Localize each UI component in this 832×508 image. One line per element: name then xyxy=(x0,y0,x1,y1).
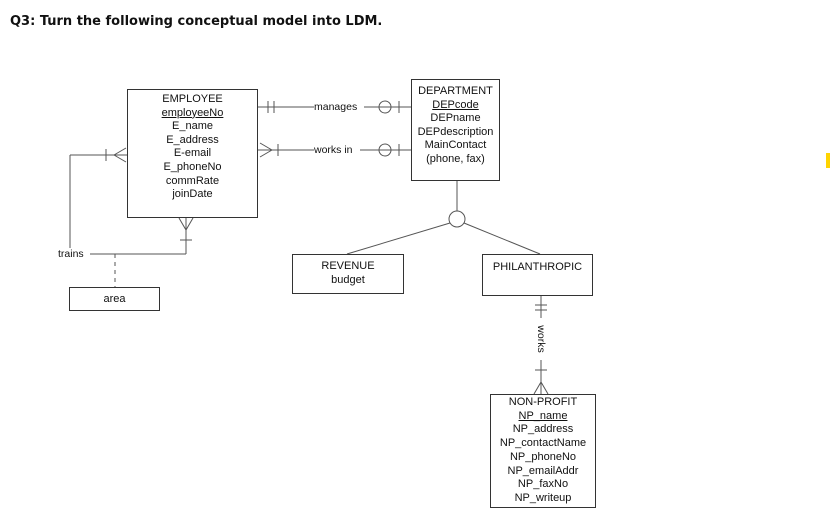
highlight-marker xyxy=(826,153,830,168)
trains-connector xyxy=(69,147,194,287)
manages-label: manages xyxy=(314,101,358,113)
department-entity[interactable]: DEPARTMENT DEPcode DEPname DEPdescriptio… xyxy=(411,79,500,181)
revenue-entity[interactable]: REVENUE budget xyxy=(292,254,404,294)
department-attr: (phone, fax) xyxy=(426,152,485,165)
nonprofit-attr: NP_faxNo xyxy=(517,478,569,491)
employee-title: EMPLOYEE xyxy=(162,93,223,105)
area-entity[interactable]: area xyxy=(69,287,160,311)
area-title: area xyxy=(103,293,126,305)
employee-attr: commRate xyxy=(165,174,220,187)
department-attr: DEPname xyxy=(430,112,481,125)
nonprofit-attr: NP_phoneNo xyxy=(509,450,577,463)
works-in-connector xyxy=(258,142,411,158)
works-in-label: works in xyxy=(314,144,353,156)
revenue-title: REVENUE xyxy=(321,260,375,272)
employee-entity[interactable]: EMPLOYEE employeeNo E_name E_address E-e… xyxy=(127,89,258,218)
department-attr: MainContact xyxy=(424,139,487,152)
employee-attr: E-email xyxy=(173,147,212,160)
employee-attr: E_phoneNo xyxy=(163,160,222,173)
nonprofit-attr: NP_address xyxy=(512,423,574,436)
trains-label: trains xyxy=(58,248,84,260)
department-title: DEPARTMENT xyxy=(418,85,493,97)
department-attr-key: DEPcode xyxy=(432,98,479,111)
employee-attr: E_name xyxy=(172,120,213,133)
employee-attr: E_address xyxy=(166,133,219,146)
nonprofit-attr: NP_emailAddr xyxy=(507,464,579,477)
works-label: works xyxy=(535,318,547,360)
subtype-connector xyxy=(346,181,541,255)
philanthropic-entity[interactable]: PHILANTHROPIC xyxy=(482,254,593,296)
employee-attr: joinDate xyxy=(172,188,213,201)
nonprofit-entity[interactable]: NON-PROFIT NP_name NP_address NP_contact… xyxy=(490,394,596,508)
philanthropic-title: PHILANTHROPIC xyxy=(492,261,583,273)
revenue-attr: budget xyxy=(331,273,365,286)
nonprofit-title: NON-PROFIT xyxy=(508,396,578,408)
question-title: Q3: Turn the following conceptual model … xyxy=(10,14,383,29)
department-attr: DEPdescription xyxy=(417,125,494,138)
manages-connector xyxy=(258,100,411,114)
works-connector xyxy=(533,296,549,395)
employee-attr-key: employeeNo xyxy=(161,106,224,119)
nonprofit-attr-key: NP_name xyxy=(518,409,568,422)
nonprofit-attr: NP_writeup xyxy=(514,491,572,504)
nonprofit-attr: NP_contactName xyxy=(499,437,587,450)
